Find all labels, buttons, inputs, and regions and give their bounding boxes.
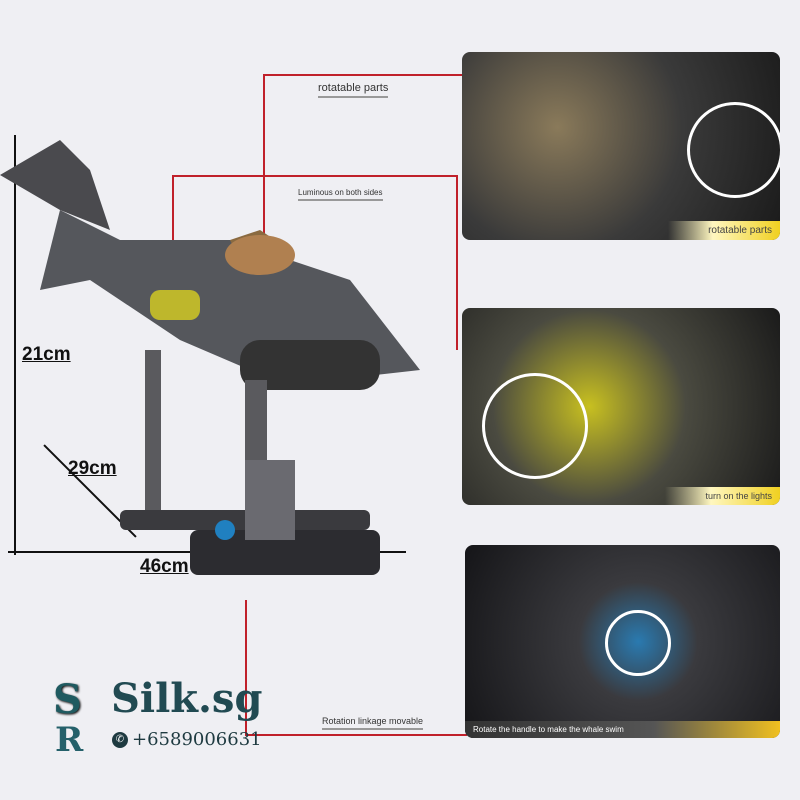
panel-tag: turn on the lights: [665, 487, 780, 505]
panel-tag: Rotate the handle to make the whale swim: [465, 721, 780, 738]
callout-line: [172, 175, 458, 177]
width-label: 46cm: [140, 556, 189, 577]
height-dimension-line: [14, 135, 16, 555]
detail-panel-handle: Rotate the handle to make the whale swim: [465, 545, 780, 738]
highlight-circle: [687, 102, 780, 198]
panel-tag: rotatable parts: [668, 221, 780, 240]
logo-monogram: S: [53, 676, 82, 723]
brand-name: Silk.sg: [111, 675, 263, 722]
height-label: 21cm: [22, 344, 71, 365]
highlight-circle: [482, 373, 588, 479]
callout-rotatable: rotatable parts: [318, 82, 389, 98]
detail-panel-lights: turn on the lights: [462, 308, 780, 505]
whatsapp-icon: ✆: [112, 732, 128, 748]
callout-rotation: Rotation linkage movable: [322, 716, 424, 730]
whale-model-image: [0, 140, 420, 575]
callout-line: [456, 175, 458, 350]
brand-logo: S R: [45, 680, 105, 760]
phone-number: +6589006631: [132, 729, 262, 750]
highlight-circle: [605, 610, 671, 676]
detail-panel-rotatable: rotatable parts: [462, 52, 780, 240]
callout-line: [245, 600, 247, 736]
callout-line: [172, 175, 174, 300]
callout-line: [263, 74, 463, 76]
depth-label: 29cm: [68, 458, 117, 479]
callout-line: [245, 734, 467, 736]
callout-luminous: Luminous on both sides: [298, 188, 383, 201]
callout-line: [263, 74, 265, 244]
logo-monogram-r: R: [55, 720, 84, 760]
